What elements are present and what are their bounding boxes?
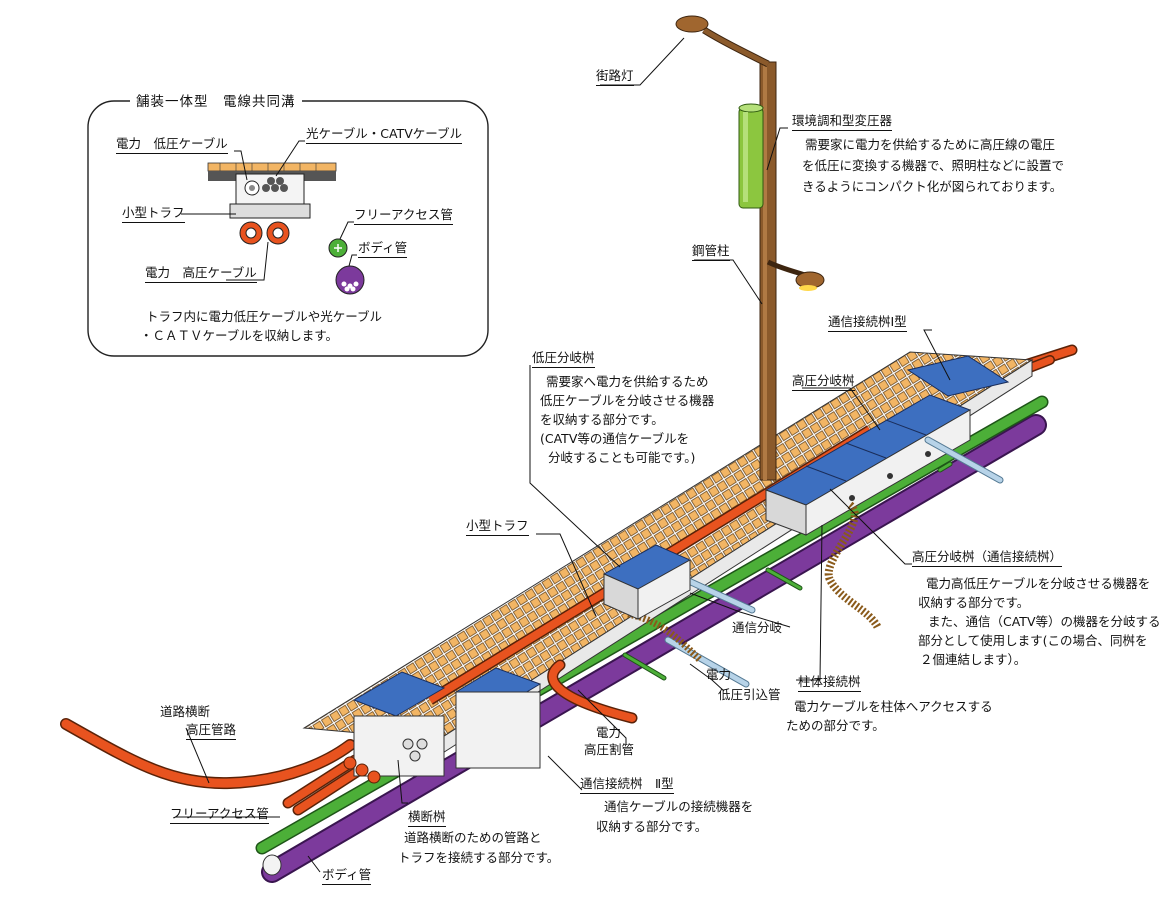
road-cross-label-2: 高圧管路: [186, 721, 237, 740]
lv-branch-desc-1: 需要家へ電力を供給するため: [546, 374, 709, 389]
comm-branch-label: 通信分岐: [732, 620, 783, 635]
hv-split-label-2: 高圧割管: [584, 742, 635, 757]
inset-cable-icon: [244, 177, 288, 196]
inset-note-line-2: ・ＣＡＴＶケーブルを収納します。: [140, 328, 339, 343]
crossing-box-label: 横断桝: [408, 808, 446, 827]
street-light-label: 街路灯: [596, 67, 634, 86]
hv-branch-comm-label: 高圧分岐桝（通信接続桝）: [912, 548, 1063, 567]
lv-branch-desc-2: 低圧ケーブルを分岐させる機器: [540, 393, 715, 408]
transformer-desc-3: きるようにコンパクト化が図られております。: [802, 179, 1063, 194]
lv-branch-desc-3: を収納する部分です。: [540, 412, 664, 427]
pole-box-desc-1: 電力ケーブルを柱体へアクセスする: [794, 699, 993, 714]
hv-branch-comm-desc-1: 電力高低圧ケーブルを分岐させる機器を: [926, 576, 1151, 591]
road-cross-label-1: 道路横断: [160, 704, 211, 719]
lv-branch-desc-5: 分岐することも可能です。): [548, 450, 696, 465]
lv-branch-label: 低圧分岐桝: [532, 349, 595, 368]
inset-body-pipe-label: ボディ管: [358, 239, 408, 258]
free-access-label: フリーアクセス管: [170, 805, 269, 824]
transformer-desc-1: 需要家に電力を供給するために高圧線の電圧: [805, 137, 1056, 152]
transformer-desc-2: を低圧に変換する機器で、照明柱などに設置で: [802, 158, 1065, 173]
hv-branch-comm-desc-2: 収納する部分です。: [918, 595, 1030, 610]
hv-branch-label: 高圧分岐桝: [792, 372, 855, 391]
lv-drop-label-1: 電力: [706, 667, 732, 682]
crossing-box: [343, 671, 446, 784]
pole-box-desc-2: ための部分です。: [786, 718, 885, 733]
hv-branch-comm-desc-5: ２個連結します）。: [920, 652, 1027, 667]
inset-optical-label: 光ケーブル・CATVケーブル: [306, 125, 462, 144]
crossing-box-desc-1: 道路横断のための管路と: [404, 830, 542, 845]
pole-box-label: 柱体接続桝: [798, 673, 861, 692]
inset-body-pipe-icon: [335, 265, 365, 295]
hv-branch-comm-desc-3: また、通信（CATV等）の機器を分岐する: [928, 614, 1160, 629]
lv-branch-desc-4: (CATV等の通信ケーブルを: [540, 431, 690, 446]
comm-box-2: [454, 667, 542, 769]
small-trough-label: 小型トラフ: [466, 517, 529, 536]
inset-high-voltage-label: 電力 高圧ケーブル: [145, 264, 257, 283]
comm-box-2-desc-2: 収納する部分です。: [596, 819, 708, 834]
inset-note-line-1: トラフ内に電力低圧ケーブルや光ケーブル: [146, 309, 383, 324]
comm-box-1-label: 通信接続桝Ⅰ型: [828, 313, 907, 332]
steel-pole: [675, 15, 825, 481]
inset-free-access-label: フリーアクセス管: [354, 206, 453, 225]
steel-pole-label: 鋼管柱: [692, 242, 730, 261]
comm-box-2-desc-1: 通信ケーブルの接続機器を: [604, 799, 754, 814]
transformer: [738, 103, 764, 209]
crossing-box-desc-2: トラフを接続する部分です。: [398, 850, 560, 865]
transformer-label: 環境調和型変圧器: [792, 112, 893, 131]
hv-branch-comm-desc-4: 部分として使用します(この場合、同桝を: [918, 633, 1148, 648]
inset-title: 舗装一体型 電線共同溝: [130, 90, 302, 110]
body-pipe-label: ボディ管: [322, 866, 372, 885]
inset-low-voltage-label: 電力 低圧ケーブル: [116, 135, 228, 154]
inset-small-trough-label: 小型トラフ: [122, 204, 185, 223]
hv-split-label-1: 電力: [596, 725, 622, 740]
comm-box-2-label: 通信接続桝 Ⅱ型: [580, 775, 674, 794]
lv-drop-label-2: 低圧引込管: [718, 687, 781, 702]
inset-panel: [87, 100, 489, 357]
lv-branch-box: [602, 544, 692, 620]
